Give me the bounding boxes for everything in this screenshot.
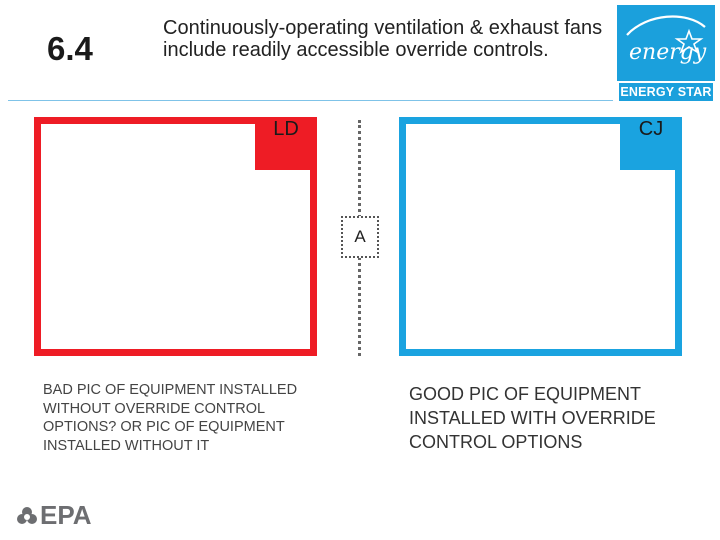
good-caption: GOOD PIC OF EQUIPMENT INSTALLED WITH OVE…: [409, 384, 656, 452]
slide-title: Continuously-operating ventilation & exh…: [163, 17, 603, 61]
logo-band: ENERGY STAR: [617, 81, 715, 103]
epa-logo-text: EPA: [40, 500, 92, 530]
bad-panel-corner-label: LD: [255, 117, 317, 170]
energy-star-icon: energy: [626, 15, 707, 65]
section-number: 6.4: [47, 30, 93, 67]
header-rule: [8, 100, 613, 101]
epa-logo: EPA: [16, 500, 92, 530]
bad-caption: BAD PIC OF EQUIPMENT INSTALLED WITHOUT O…: [43, 382, 298, 454]
energy-star-logo: energy ENERGY STAR: [617, 5, 715, 103]
logo-band-text: ENERGY STAR: [619, 83, 713, 101]
good-example-panel: CJ: [399, 117, 682, 356]
good-panel-corner-label: CJ: [620, 117, 682, 170]
divider-label: A: [341, 216, 379, 258]
bad-example-panel: LD: [34, 117, 317, 356]
epa-flower-icon: [17, 507, 37, 525]
